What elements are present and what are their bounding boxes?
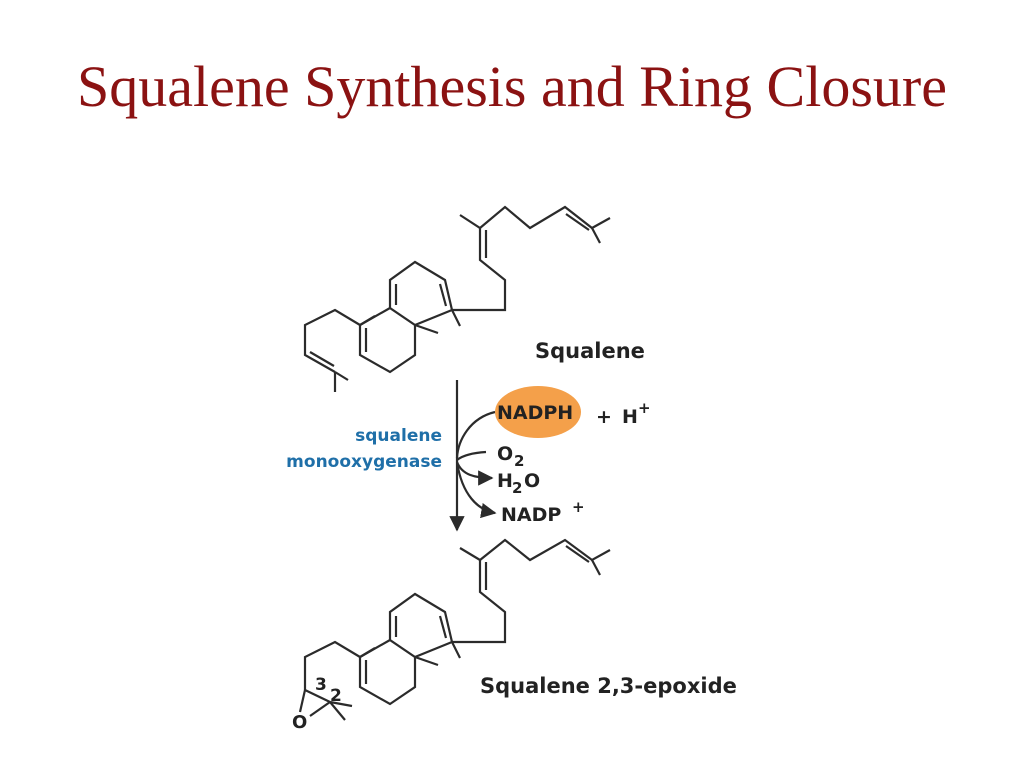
water-subscript: 2 [512,479,522,497]
nadp-out-arrow [455,461,497,519]
squalene-label: Squalene [535,339,645,363]
oxygen-subscript: 2 [514,452,524,470]
epoxide-carbon-2: 2 [330,686,342,706]
nadph-highlight [495,386,581,438]
proton-label: H [622,406,638,428]
enzyme-name-line2: monooxygenase [286,452,442,472]
nadp-charge: + [572,498,585,516]
proton-charge: + [638,399,651,417]
nadp-label: NADP [501,504,561,526]
squalene-structure [303,205,611,392]
oxygen-label: O [497,443,513,465]
squalene-epoxide-structure [298,538,611,721]
nadph-label: NADPH [497,402,573,424]
epoxide-carbon-3: 3 [315,675,327,695]
o2-in-curve [456,450,487,461]
enzyme-name-line1: squalene [355,426,442,446]
water-h-label: H [497,470,513,492]
water-o-label: O [524,470,540,492]
epoxide-oxygen: O [292,712,307,733]
water-out-arrow [455,461,494,486]
squalene-epoxide-label: Squalene 2,3-epoxide [480,674,737,698]
nadph-in-curve [455,410,496,459]
plus-sign: + [596,406,612,428]
slide-title: Squalene Synthesis and Ring Closure [77,54,947,119]
